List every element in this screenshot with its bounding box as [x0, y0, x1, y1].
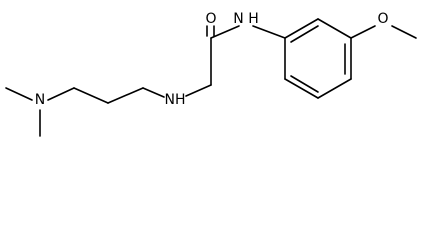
- dimethylamino-group: [5, 87, 75, 137]
- ring-bond-1: [284, 18, 319, 39]
- ether-o-label: O: [377, 11, 388, 27]
- ring-inner-double-3: [290, 75, 319, 93]
- ring-bond-2: [317, 18, 352, 39]
- n-methyl-bond-upper: [5, 87, 33, 101]
- methoxy-group: [350, 25, 417, 39]
- methoxyphenyl-ring: [284, 18, 352, 99]
- carbonyl-amide-bond: [210, 25, 240, 39]
- c2-c3-bond: [107, 87, 144, 104]
- ring-o-bond: [350, 25, 376, 39]
- skeletal-formula: N NH O N H O: [5, 11, 417, 137]
- glycine-linker: [185, 25, 240, 97]
- carbonyl-o-label: O: [205, 11, 216, 27]
- amine-n-label: N: [35, 92, 45, 108]
- c3-nh-bond: [142, 87, 165, 98]
- ring-inner-double-1: [290, 25, 319, 43]
- nh-ch2-bond: [185, 84, 212, 97]
- ring-bond-4: [317, 78, 352, 99]
- ring-bond-5: [284, 78, 319, 99]
- amide-ring-bond: [252, 25, 286, 39]
- linker-nh-label: NH: [165, 92, 186, 108]
- c1-c2-bond: [73, 87, 109, 104]
- propyl-chain: [73, 87, 165, 104]
- structure-canvas: N NH O N H O: [5, 11, 417, 137]
- n-c1-bond: [47, 87, 75, 101]
- amide-nh-label: N H: [233, 11, 258, 27]
- o-methyl-bond: [391, 25, 417, 39]
